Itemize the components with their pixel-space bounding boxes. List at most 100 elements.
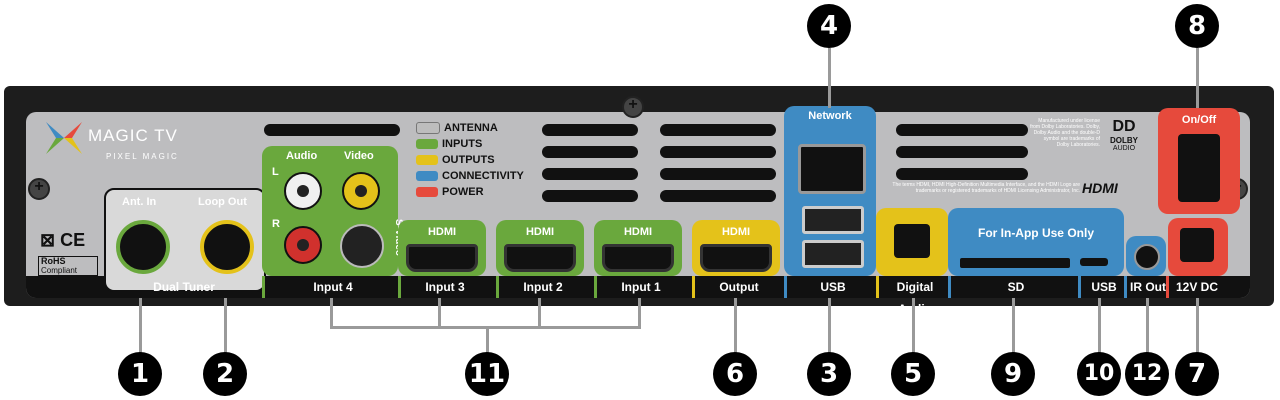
vent-slot xyxy=(896,168,1028,180)
callout-number: 7 xyxy=(1175,352,1219,396)
vent-slot xyxy=(264,124,400,136)
sd-panel: For In-App Use Only xyxy=(948,208,1124,276)
callout-number: 3 xyxy=(807,352,851,396)
hdmi-output-port[interactable] xyxy=(700,244,772,272)
dc-power-panel xyxy=(1168,218,1228,276)
hdmi-input1-panel: HDMI xyxy=(594,220,682,276)
ant-in-label: Ant. In xyxy=(122,196,157,208)
dual-tuner-label: Dual Tuner xyxy=(153,280,215,294)
hdmi-label: HDMI xyxy=(427,226,457,238)
network-usb-panel: Network xyxy=(784,106,876,276)
video-label: Video xyxy=(344,150,374,162)
onoff-label: On/Off xyxy=(1181,114,1217,126)
brand-logo: MAGIC TV PIXEL MAGIC xyxy=(44,118,204,178)
bottom-labels: Dual Tuner Input 4 Input 3 Input 2 Input… xyxy=(26,276,1250,316)
sd-card-slot[interactable] xyxy=(960,258,1070,268)
micro-usb-port[interactable] xyxy=(1080,258,1108,266)
callout-leader xyxy=(1098,298,1101,354)
hdmi-input2-port[interactable] xyxy=(504,244,576,272)
vent-slot xyxy=(660,146,776,158)
hdmi-input3-panel: HDMI xyxy=(398,220,486,276)
legend-connectivity: CONNECTIVITY xyxy=(416,170,524,184)
audio-r-port[interactable] xyxy=(284,226,322,264)
ir-out-panel xyxy=(1126,236,1166,276)
callout-leader xyxy=(330,298,333,328)
callout-number: 9 xyxy=(991,352,1035,396)
callout-leader xyxy=(538,298,541,328)
callout-leader xyxy=(1196,298,1199,354)
callout-leader xyxy=(1196,48,1199,108)
hdmi-label: HDMI xyxy=(721,226,751,238)
hdmi-logo: HDMI xyxy=(1082,180,1118,196)
vent-slot xyxy=(660,168,776,180)
audio-l-port[interactable] xyxy=(284,172,322,210)
legend-outputs: OUTPUTS xyxy=(416,154,495,168)
usb-port-2[interactable] xyxy=(802,240,864,268)
callout-leader xyxy=(438,298,441,328)
optical-audio-port[interactable] xyxy=(894,224,930,258)
input4-label: Input 4 xyxy=(262,276,401,298)
ir-out-port[interactable] xyxy=(1134,244,1160,270)
input3-label: Input 3 xyxy=(398,276,489,298)
callout-number: 6 xyxy=(713,352,757,396)
s-video-port[interactable] xyxy=(340,224,384,268)
hdmi-input2-panel: HDMI xyxy=(496,220,584,276)
hdmi-label: HDMI xyxy=(525,226,555,238)
audio-label: Audio xyxy=(286,150,318,162)
color-legend: ANTENNA INPUTS OUTPUTS CONNECTIVITY POWE… xyxy=(416,122,556,202)
dc-power-jack[interactable] xyxy=(1180,228,1214,262)
usb-port-1[interactable] xyxy=(802,206,864,234)
callout-leader xyxy=(1012,298,1015,354)
ant-in-port[interactable] xyxy=(116,220,170,274)
hdmi-input3-port[interactable] xyxy=(406,244,478,272)
input1-label: Input 1 xyxy=(594,276,685,298)
sd-notice: For In-App Use Only xyxy=(977,226,1094,240)
legend-antenna: ANTENNA xyxy=(416,122,498,136)
dolby-logo: DD DOLBY AUDIO xyxy=(1104,118,1144,152)
callout-number: 4 xyxy=(807,4,851,48)
dolby-notice: Manufactured under license from Dolby La… xyxy=(1030,118,1100,148)
screw-icon xyxy=(28,178,50,200)
sd-label: SD xyxy=(948,276,1081,298)
callout-number: 10 xyxy=(1077,352,1121,396)
input4-panel: Audio Video L R S-Video xyxy=(262,146,404,276)
callout-leader xyxy=(139,298,142,354)
loop-out-label: Loop Out xyxy=(198,196,247,208)
input2-label: Input 2 xyxy=(496,276,587,298)
screw-icon xyxy=(622,96,644,118)
usb2-label: USB xyxy=(1078,276,1127,298)
vent-slot xyxy=(896,124,1028,136)
legend-power: POWER xyxy=(416,186,484,200)
callout-leader xyxy=(330,326,641,329)
hdmi-input1-port[interactable] xyxy=(602,244,674,272)
callout-leader xyxy=(1146,298,1149,354)
output-label: Output xyxy=(692,276,783,298)
hdmi-output-panel: HDMI xyxy=(692,220,780,276)
digital-audio-label: Digital Audio xyxy=(876,276,951,316)
power-switch[interactable] xyxy=(1178,134,1220,202)
label-strip xyxy=(26,276,1250,298)
ethernet-port[interactable] xyxy=(798,144,866,194)
r-label: R xyxy=(272,218,280,230)
loop-out-port[interactable] xyxy=(200,220,254,274)
vent-slot xyxy=(660,190,776,202)
network-label: Network xyxy=(808,110,852,122)
ce-mark: ⊠ CE xyxy=(40,230,86,250)
hdmi-notice: The terms HDMI, HDMI High-Definition Mul… xyxy=(892,182,1080,194)
hdmi-label: HDMI xyxy=(623,226,653,238)
vent-slot xyxy=(896,146,1028,158)
dc-label: 12V DC xyxy=(1166,276,1225,298)
antenna-panel: Ant. In Loop Out xyxy=(104,188,266,292)
callout-number: 12 xyxy=(1125,352,1169,396)
usb-label: USB xyxy=(784,276,879,298)
callout-number: 1 xyxy=(118,352,162,396)
callout-number: 2 xyxy=(203,352,247,396)
power-switch-panel: On/Off xyxy=(1158,108,1240,214)
callout-leader xyxy=(638,298,641,328)
vent-slot xyxy=(542,146,638,158)
digital-audio-panel xyxy=(876,208,948,276)
dolby-dd-icon: DD xyxy=(1112,118,1136,135)
callout-leader xyxy=(224,298,227,354)
video-port[interactable] xyxy=(342,172,380,210)
